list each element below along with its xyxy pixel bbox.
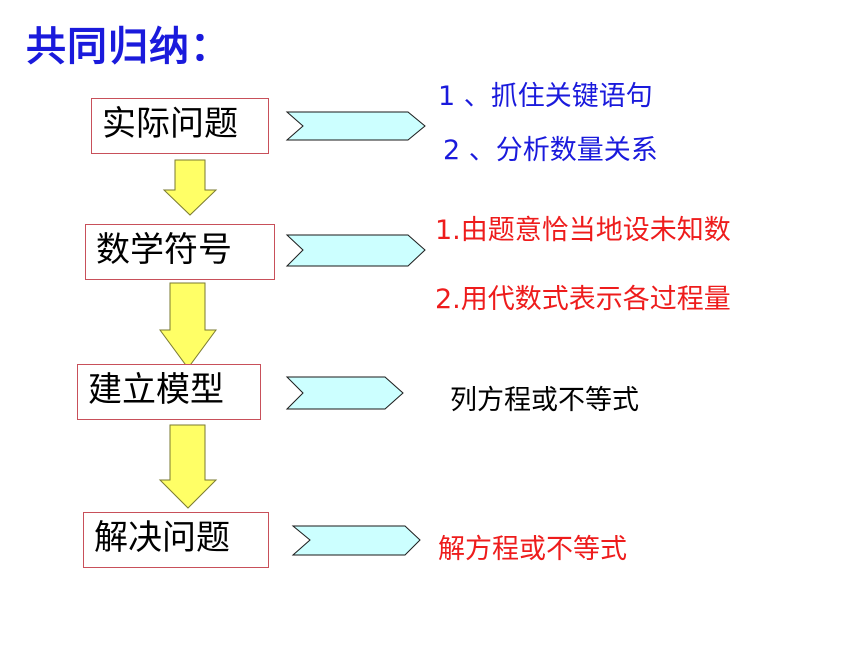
right-arrow-2 [285,234,426,267]
note-quantity-relations: 2 、分析数量关系 [443,135,658,166]
step-label: 建立模型 [88,370,224,410]
right-arrow-1 [285,111,426,141]
note-solve-equation: 解方程或不等式 [438,534,627,565]
note-set-unknowns: 1.由题意恰当地设未知数 [435,215,731,246]
step-box-math-symbols: 数学符号 [85,224,275,280]
down-arrow-1 [162,159,218,216]
right-arrow-3 [285,376,404,410]
down-arrow-2 [159,282,217,369]
step-box-solve-problem: 解决问题 [83,512,269,568]
step-box-actual-problem: 实际问题 [91,98,269,154]
down-arrow-3 [158,424,218,509]
note-form-equation: 列方程或不等式 [450,385,639,416]
step-label: 实际问题 [102,104,238,144]
right-arrow-4 [291,525,421,556]
step-box-build-model: 建立模型 [77,364,261,420]
step-label: 数学符号 [96,230,232,270]
note-key-sentences: 1 、抓住关键语句 [438,81,653,112]
page-title: 共同归纳： [26,24,231,70]
note-algebraic-expressions: 2.用代数式表示各过程量 [435,284,731,315]
step-label: 解决问题 [94,518,230,558]
